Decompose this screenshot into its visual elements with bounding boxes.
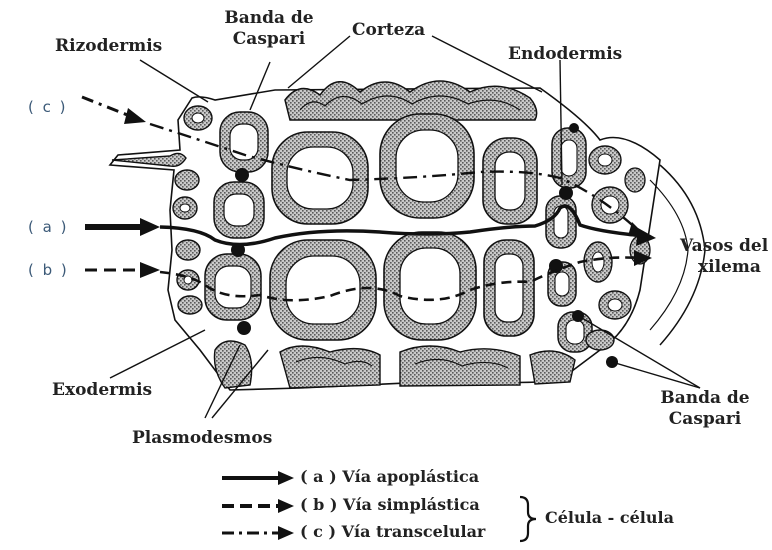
label-rizodermis: Rizodermis <box>55 36 162 57</box>
leader-banda-bottom-1 <box>612 362 700 388</box>
leader-banda-bottom-2 <box>582 318 700 388</box>
pathway-label-b: ( b ) <box>28 261 69 279</box>
casparian-dot <box>559 186 573 200</box>
label-exodermis: Exodermis <box>52 380 152 401</box>
label-banda-bottom-line2: Caspari <box>650 409 760 430</box>
label-vasos-xilema: Vasos del xilema <box>680 236 768 278</box>
label-banda-bottom-line1: Banda de <box>650 388 760 409</box>
casparian-dot <box>569 123 579 133</box>
label-corteza: Corteza <box>352 20 425 41</box>
label-vasos-line2: xilema <box>680 257 768 278</box>
label-banda-top-line1: Banda de <box>224 8 314 29</box>
casparian-dot <box>237 321 251 335</box>
label-endodermis: Endodermis <box>508 44 622 65</box>
label-banda-caspari-bottom: Banda de Caspari <box>650 388 760 430</box>
legend-simplastica: ( b ) Vía simplástica <box>300 495 480 514</box>
legend-dashdot-arrow <box>222 526 294 540</box>
legend-apoplastica: ( a ) Vía apoplástica <box>300 467 479 486</box>
legend-celula-celula: Célula - célula <box>545 508 674 527</box>
leader-rizodermis <box>140 60 208 102</box>
label-banda-top-line2: Caspari <box>224 29 314 50</box>
casparian-dot <box>572 310 584 322</box>
label-banda-caspari-top: Banda de Caspari <box>224 8 314 50</box>
legend-dashed-arrow <box>222 499 294 513</box>
cortex-top-lobes <box>285 81 537 120</box>
pathway-label-c: ( c ) <box>28 98 68 116</box>
label-vasos-line1: Vasos del <box>680 236 768 257</box>
legend-transcelular: ( c ) Vía transcelular <box>300 522 485 541</box>
legend-brace <box>520 497 536 541</box>
legend-solid-arrow <box>222 471 294 485</box>
casparian-dot <box>235 168 249 182</box>
pathway-label-a: ( a ) <box>28 218 68 236</box>
leader-exodermis <box>110 330 205 378</box>
label-plasmodesmos: Plasmodesmos <box>132 428 272 449</box>
